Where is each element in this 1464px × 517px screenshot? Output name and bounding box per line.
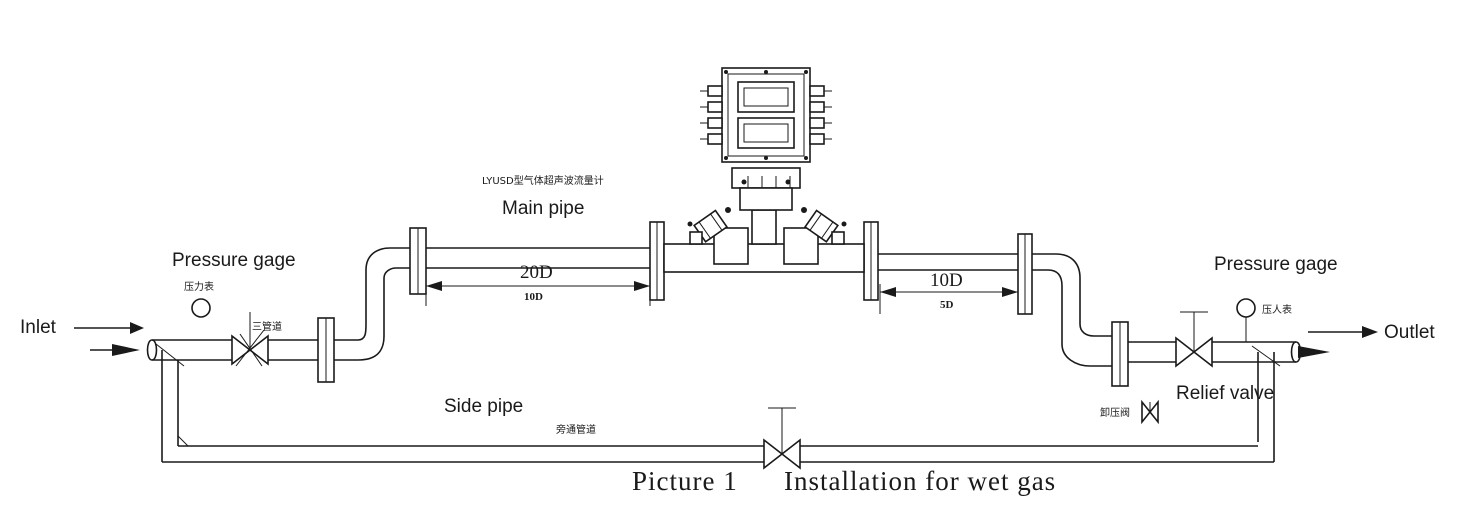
relief-valve-label: Relief valve (1176, 383, 1274, 404)
outlet-label: Outlet (1384, 322, 1435, 343)
upstream-flange (409, 227, 427, 295)
downstream-dimension-main: 10D (930, 270, 963, 291)
main-pipe-label: Main pipe (502, 198, 584, 219)
three-way-cn-label: 三管道 (252, 320, 282, 333)
caption-picture-number: Picture 1 (632, 466, 738, 496)
inlet-flange (317, 317, 335, 383)
pressure-gage-right-label: Pressure gage (1214, 254, 1338, 275)
bypass-valve (763, 407, 801, 470)
downstream-straight-pipe (878, 253, 1018, 271)
side-pipe-cn-label: 旁通管道 (556, 423, 596, 436)
outlet-flange (1111, 321, 1129, 387)
outlet-valve (1175, 311, 1213, 368)
meter-model-label: LYUSD型气体超声波流量计 (482, 174, 604, 187)
upstream-straight-pipe (426, 247, 650, 269)
inlet-label: Inlet (20, 317, 57, 338)
pressure-gauge-left-icon (191, 298, 211, 318)
inlet-pipe (146, 247, 410, 361)
downstream-flange (1017, 233, 1033, 315)
side-pipe (162, 435, 1274, 463)
meter-outlet-flange (863, 221, 879, 301)
meter-inlet-flange (649, 221, 665, 301)
upstream-dimension-sub: 10D (524, 291, 543, 303)
outlet-tee (1251, 345, 1281, 462)
pressure-gauge-right-icon (1236, 298, 1256, 342)
transmitter-neck (731, 167, 801, 211)
inlet-arrows (74, 322, 144, 356)
three-way-valve (231, 312, 269, 367)
flow-meter-transmitter (700, 67, 832, 163)
pressure-gauge-cn-right-label: 压人表 (1262, 303, 1292, 316)
downstream-dimension-sub: 5D (940, 299, 954, 311)
caption-title: Installation for wet gas (784, 466, 1056, 496)
pressure-gauge-cn-left-label: 压力表 (184, 280, 214, 293)
relief-valve-icon (1141, 399, 1159, 425)
outlet-pipe (1128, 341, 1302, 363)
flow-meter-spool (663, 207, 865, 273)
outlet-elbow (1032, 253, 1112, 367)
inlet-tee (155, 343, 185, 462)
relief-valve-cn-label: 卸压阀 (1100, 406, 1130, 419)
pressure-gage-left-label: Pressure gage (172, 250, 296, 271)
side-pipe-label: Side pipe (444, 396, 523, 417)
outlet-arrows (1298, 326, 1378, 358)
upstream-dimension-main: 20D (520, 262, 553, 283)
